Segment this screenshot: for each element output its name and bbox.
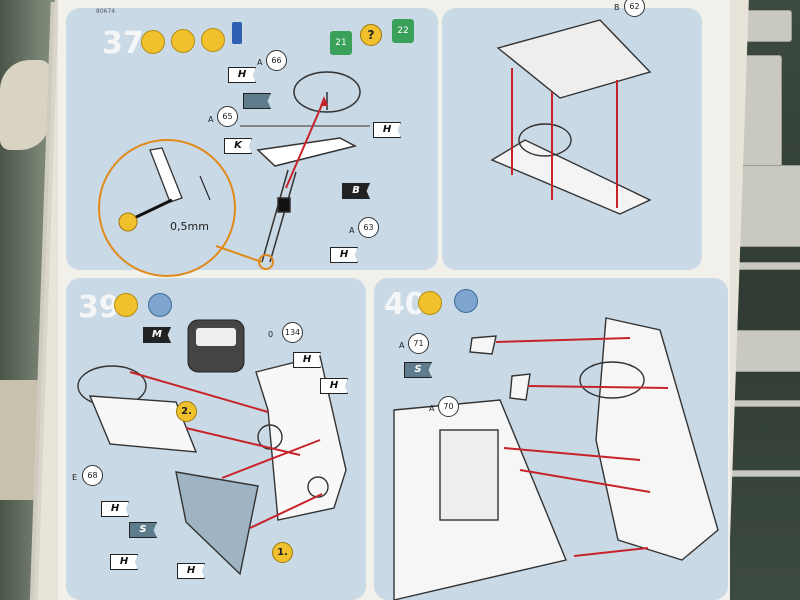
- part-number-68: 68: [82, 465, 103, 486]
- paint-flag-h: H: [101, 501, 129, 517]
- step-38-arrows: [511, 68, 618, 208]
- sheet-code: 80674: [96, 8, 116, 15]
- assembly-arrow: [285, 99, 325, 189]
- detail-callout: [98, 139, 236, 277]
- color-badge-21: 21: [330, 31, 352, 55]
- sprue-letter: A: [399, 341, 405, 350]
- paint-flag-h: H: [228, 67, 256, 83]
- sprue-letter: B: [614, 3, 620, 12]
- step-39-arrows: [129, 371, 323, 529]
- paint-icon: [454, 289, 478, 313]
- paint-flag-m: M: [143, 327, 171, 343]
- paint-icon: [171, 29, 195, 53]
- step-number-37: 37: [102, 26, 144, 61]
- camouflage-patch: [0, 380, 40, 500]
- sprue-letter: A: [429, 404, 435, 413]
- part-number-70: 70: [438, 396, 459, 417]
- camouflage-patch: [0, 60, 50, 150]
- glue-icon: [114, 293, 138, 317]
- paint-flag-h: H: [373, 122, 401, 138]
- paint-flag-s: S: [404, 362, 432, 378]
- sprue-letter: E: [72, 473, 78, 482]
- paint-bottle-icon: [232, 22, 242, 44]
- sprue-letter: A: [349, 226, 355, 235]
- glue-icon: [418, 291, 442, 315]
- paint-flag-b: B: [342, 183, 370, 199]
- color-badge-22: 22: [392, 19, 414, 43]
- paint-flag-h: H: [320, 378, 348, 394]
- paint-flag-s: S: [129, 522, 157, 538]
- cab-assembly: [393, 317, 719, 600]
- paint-flag-h: H: [293, 352, 321, 368]
- part-number-71: 71: [408, 333, 429, 354]
- paint-flag-h: H: [177, 563, 205, 579]
- part-number-62: 62: [624, 0, 645, 17]
- sprue-letter: 0: [268, 330, 274, 339]
- dashboard-assembly: [77, 355, 347, 521]
- order-badge-1: 1.: [272, 542, 293, 563]
- paint-flag-c: [243, 93, 271, 109]
- step-40-arrows: [495, 337, 669, 557]
- step-number-39: 39: [78, 290, 120, 325]
- paint-flag-h: H: [110, 554, 138, 570]
- sprue-letter: A: [257, 58, 263, 67]
- order-badge-2: 2.: [176, 401, 197, 422]
- measurement-label: 0,5mm: [170, 220, 209, 233]
- paint-icon: [148, 293, 172, 317]
- seat-assembly: [490, 19, 652, 215]
- sprue-letter: A: [208, 115, 214, 124]
- part-number-65: 65: [217, 106, 238, 127]
- part-number-134: 134: [282, 322, 303, 343]
- steering-assembly: [240, 71, 370, 263]
- painted-panel: [175, 471, 259, 576]
- glue-icon: [141, 30, 165, 54]
- paint-flag-h: H: [330, 247, 358, 263]
- camera-icon: [201, 28, 225, 52]
- question-badge: ?: [360, 24, 382, 46]
- part-number-66: 66: [266, 50, 287, 71]
- paint-flag-k: K: [224, 138, 252, 154]
- part-number-63: 63: [358, 217, 379, 238]
